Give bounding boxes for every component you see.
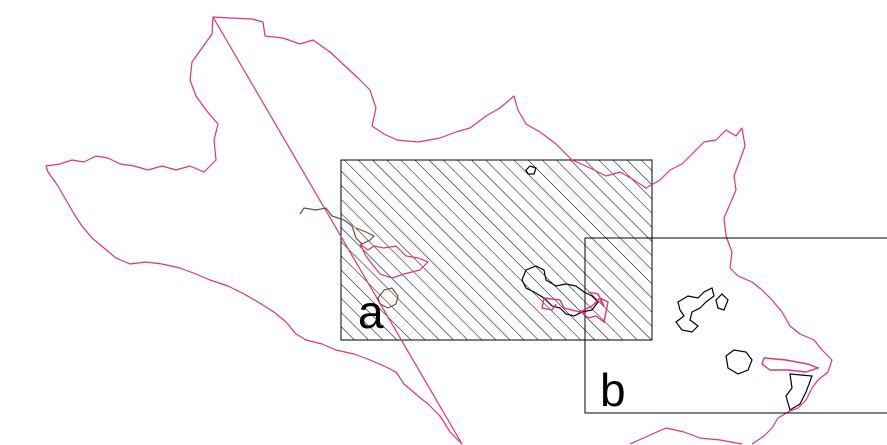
pink-zone-west bbox=[359, 243, 430, 279]
black-coastal-zone bbox=[785, 373, 813, 411]
region-a-label: a bbox=[358, 286, 384, 338]
black-settlement-east bbox=[521, 265, 599, 317]
black-settlement-b1 bbox=[675, 287, 715, 333]
region-b-frame bbox=[584, 237, 887, 414]
brown-blob bbox=[377, 287, 399, 309]
outer-boundary bbox=[45, 16, 833, 445]
region-a-frame bbox=[340, 159, 653, 341]
black-settlement-b2 bbox=[715, 293, 729, 311]
brown-district-outline bbox=[299, 207, 376, 245]
pink-coastal-zone bbox=[761, 357, 821, 373]
region-b-label: b bbox=[600, 364, 626, 416]
pink-zone-east bbox=[541, 291, 609, 324]
black-settlement-b3 bbox=[725, 349, 753, 375]
small-blob-north bbox=[525, 165, 537, 175]
